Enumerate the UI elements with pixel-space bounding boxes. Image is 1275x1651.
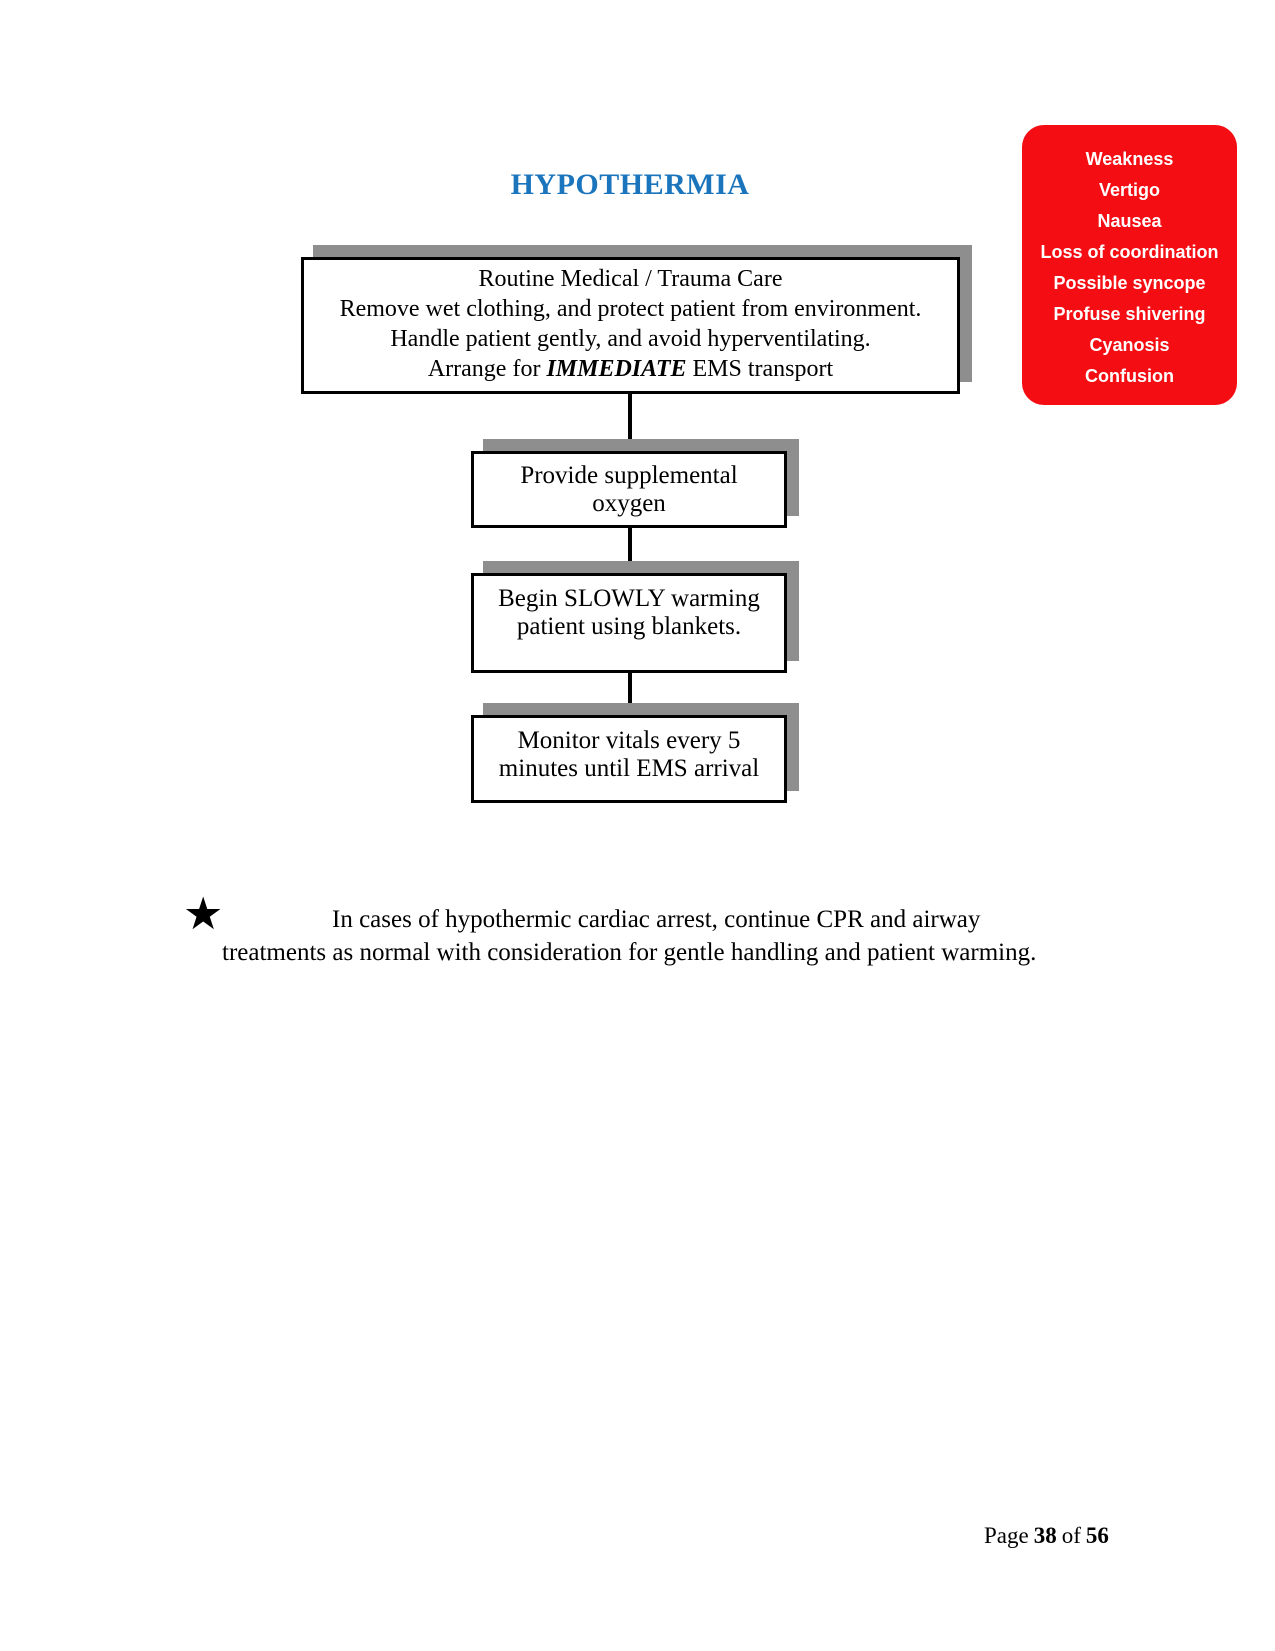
flowchart-box-line: Routine Medical / Trauma Care [478, 266, 783, 292]
symptom-item: Confusion [1085, 366, 1174, 386]
star-bullet-icon: ★ [183, 887, 224, 940]
symptom-item: Possible syncope [1053, 273, 1206, 293]
symptom-item: Nausea [1097, 211, 1162, 231]
flowchart-box-warming: Begin SLOWLY warming patient using blank… [471, 573, 787, 673]
symptom-item: Vertigo [1098, 180, 1160, 200]
flowchart-box-line: Provide supplemental [520, 462, 738, 489]
flowchart-box-line: patient using blankets. [516, 613, 742, 640]
flowchart-box-monitor-vitals: Monitor vitals every 5 minutes until EMS… [471, 715, 787, 803]
page-title: HYPOTHERMIA [510, 168, 750, 201]
flowchart-box-line: Arrange for IMMEDIATE EMS transport [304, 354, 957, 384]
immediate-emphasis: IMMEDIATE [546, 356, 687, 382]
connector-line [628, 528, 632, 573]
flowchart-box-line: Remove wet clothing, and protect patient… [339, 296, 922, 322]
footer-total-pages: 56 [1085, 1523, 1109, 1548]
flowchart-box-line: Begin SLOWLY warming [498, 585, 760, 612]
flowchart-box-line: oxygen [592, 490, 666, 517]
line-prefix: Arrange for [427, 356, 547, 382]
connector-line [628, 394, 632, 451]
footer-page-number: 38 [1033, 1523, 1057, 1548]
flowchart-box-line: Handle patient gently, and avoid hyperve… [390, 326, 871, 352]
connector-line [628, 673, 632, 715]
symptom-item: Weakness [1085, 149, 1174, 169]
flowchart-box-line: minutes until EMS arrival [498, 755, 760, 782]
footer-word-of: of [1061, 1523, 1081, 1548]
flowchart-box-line: Monitor vitals every 5 [517, 727, 741, 754]
cardiac-arrest-note: In cases of hypothermic cardiac arrest, … [222, 906, 1037, 966]
symptom-item: Cyanosis [1089, 335, 1170, 355]
line-suffix: EMS transport [686, 356, 834, 382]
symptoms-box: Weakness Vertigo Nausea Loss of coordina… [1022, 125, 1237, 405]
flowchart-box-supplemental-oxygen: Provide supplemental oxygen [471, 451, 787, 528]
symptom-item: Loss of coordination [1040, 242, 1219, 262]
symptom-item: Profuse shivering [1053, 304, 1206, 324]
footer-word-page: Page [984, 1523, 1029, 1548]
flowchart-box-routine-care: Routine Medical / Trauma Care Remove wet… [301, 257, 960, 394]
